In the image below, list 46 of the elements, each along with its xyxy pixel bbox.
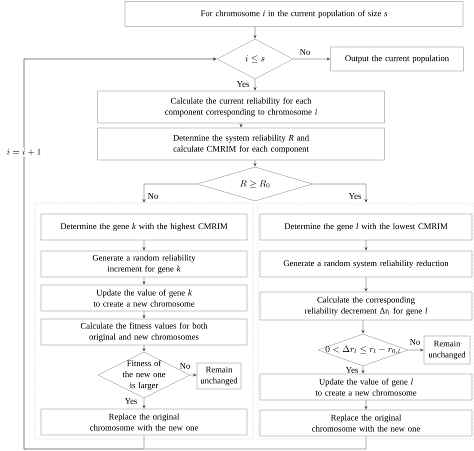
process-box: Update the value of gene k to create a new chromosome bbox=[40, 284, 248, 312]
edge-label: Yes bbox=[348, 193, 361, 199]
arrow bbox=[142, 184, 198, 202]
edge-label: Yes bbox=[236, 81, 249, 87]
edge-label: $i = i + 1$ bbox=[6, 148, 42, 156]
arrow bbox=[362, 320, 364, 334]
process-box: Calculate the corresponding reliability decrement Δr$_{l}$ for gene l bbox=[260, 292, 472, 320]
process-box: Calculate the current reliability for each component corresponding to chromosome i bbox=[97, 90, 385, 124]
arrow bbox=[190, 374, 196, 376]
arrow bbox=[142, 311, 146, 318]
edge-label: Yes bbox=[346, 367, 358, 373]
process-box: Determine the system reliability R and calculate CMRIM for each component bbox=[97, 128, 385, 160]
arrow bbox=[142, 240, 146, 250]
arrow bbox=[240, 123, 242, 128]
arrow bbox=[24, 58, 366, 450]
arrow bbox=[364, 400, 368, 410]
process-box: For chromosome i in the current population of size s bbox=[124, 1, 464, 27]
process-box: Replace the original chromosome with the new one bbox=[40, 408, 248, 436]
arrow bbox=[254, 160, 256, 166]
arrow bbox=[142, 277, 146, 284]
arrow bbox=[142, 398, 146, 408]
arrow bbox=[142, 345, 146, 352]
process-box: Remain unchanged bbox=[424, 336, 470, 364]
arrow bbox=[364, 277, 368, 292]
arrow bbox=[254, 79, 256, 90]
edge-label: No bbox=[300, 49, 310, 55]
process-box: Update the value of gene l to create a new chromosome bbox=[260, 374, 472, 400]
arrow bbox=[362, 366, 364, 374]
arrow bbox=[408, 348, 424, 352]
edge-label: No bbox=[410, 339, 420, 345]
process-box: Replace the original chromosome with the new one bbox=[260, 410, 472, 436]
arrow bbox=[312, 184, 368, 202]
arrow bbox=[364, 240, 368, 250]
edge-label: No bbox=[180, 363, 190, 369]
process-box: Calculate the fitness values for both original and new chromosomes bbox=[40, 318, 248, 346]
process-box: Remain unchanged bbox=[196, 362, 242, 390]
dotted-panel bbox=[34, 202, 254, 440]
process-box: Determine the gene k with the highest CMRIM bbox=[40, 214, 248, 240]
process-box: Generate a random system reliability reduction bbox=[260, 250, 472, 278]
edge-label: No bbox=[148, 193, 158, 199]
process-box: Output the current population bbox=[330, 46, 464, 72]
arrow bbox=[293, 58, 330, 60]
process-box: Generate a random reliability increment for gene k bbox=[40, 250, 248, 278]
arrow bbox=[254, 26, 256, 38]
process-box: Determine the gene l with the lowest CMRIM bbox=[260, 214, 472, 240]
edge-label: Yes bbox=[124, 398, 137, 404]
